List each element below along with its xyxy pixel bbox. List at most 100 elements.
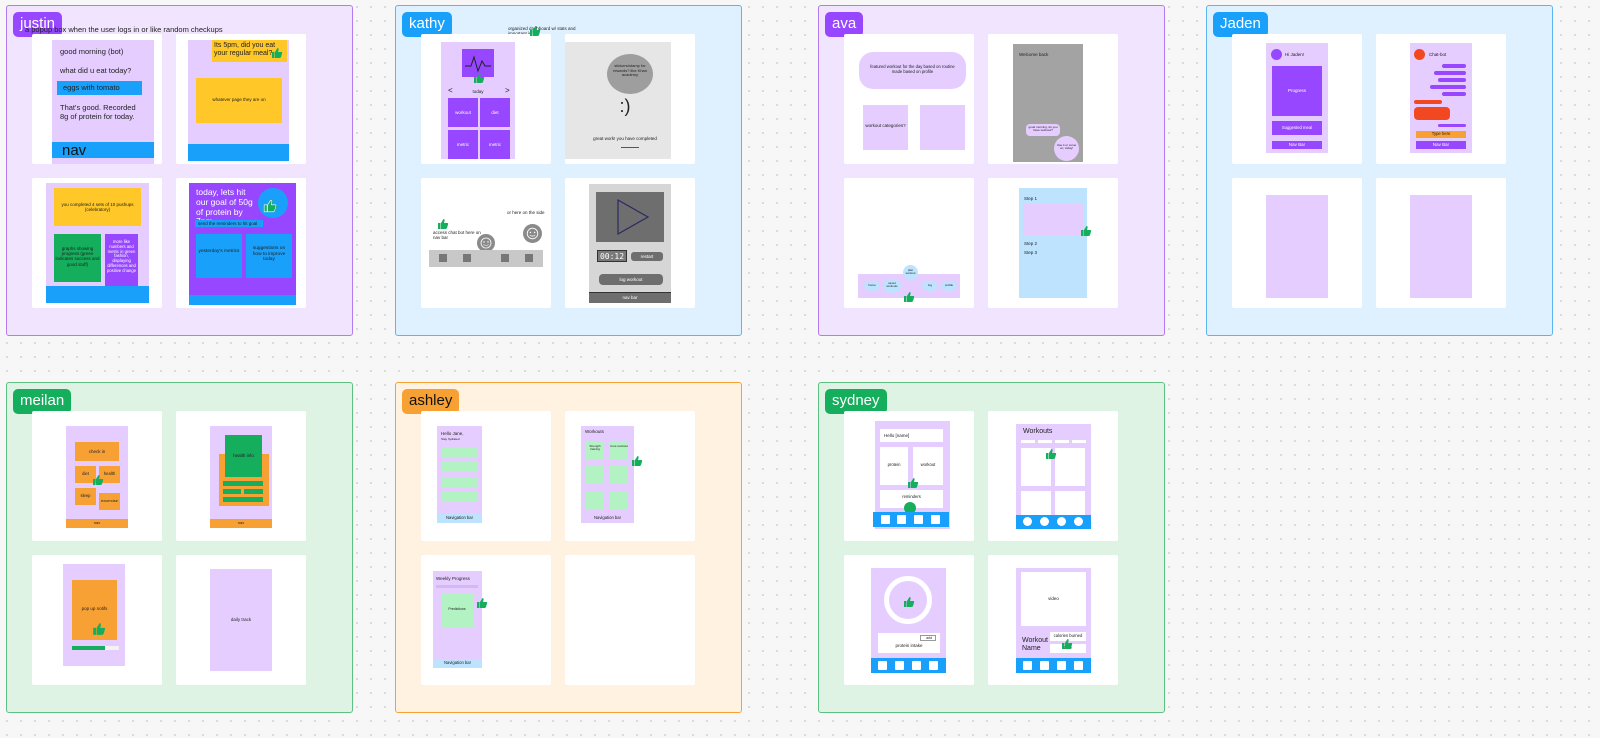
thumbs-up-icon[interactable] xyxy=(1061,638,1073,650)
chatbot-icon-navbar[interactable] xyxy=(477,234,495,252)
predictions-card[interactable]: Predictions xyxy=(441,593,473,627)
sydney-nav-3-btn-3[interactable] xyxy=(912,661,921,670)
play-video-icon[interactable] xyxy=(596,192,664,242)
sydney-nav-1-btn-3[interactable] xyxy=(914,515,923,524)
thumbs-up-icon[interactable] xyxy=(529,25,541,37)
type-here-input[interactable]: Type here xyxy=(1416,131,1466,138)
suggestions-card[interactable]: suggestions on how to improve today xyxy=(246,234,292,278)
tile-metric-2[interactable]: metric xyxy=(480,130,510,159)
sydney-nav-2-btn-3[interactable] xyxy=(1057,517,1066,526)
tile-5[interactable] xyxy=(586,491,604,509)
nav-bar[interactable]: nav xyxy=(52,142,154,159)
category-card-2[interactable] xyxy=(920,105,965,150)
thumbs-up-icon[interactable] xyxy=(903,291,915,303)
log-workout-button[interactable]: log workout xyxy=(599,274,663,285)
thumbs-up-icon[interactable] xyxy=(92,474,104,486)
nav-bar-meilan-2[interactable]: nav xyxy=(210,519,272,528)
plan-workout-button[interactable]: plan workout xyxy=(903,265,918,280)
sydney-nav-4-btn-3[interactable] xyxy=(1057,661,1066,670)
tile-sleep-m[interactable]: sleep xyxy=(75,488,96,505)
ashley-nav-1[interactable]: Navigation bar xyxy=(437,514,482,523)
tile-workout[interactable]: workout xyxy=(448,98,478,127)
like-badge[interactable] xyxy=(258,188,288,218)
sydney-nav-3-btn-4[interactable] xyxy=(929,661,938,670)
thumbs-up-icon[interactable] xyxy=(473,72,485,84)
avatar[interactable] xyxy=(1271,49,1282,60)
reminder-pill[interactable]: send the reminders to hit goal xyxy=(195,220,263,227)
workout-card-3[interactable] xyxy=(1021,491,1051,515)
sydney-nav-3-btn-2[interactable] xyxy=(895,661,904,670)
prev-arrow[interactable]: < xyxy=(448,86,453,95)
list-item-3[interactable] xyxy=(441,477,478,487)
core-tile[interactable]: Core workout xyxy=(610,441,628,459)
thumbs-up-icon[interactable] xyxy=(903,596,915,608)
nav-btn-2[interactable] xyxy=(463,254,471,262)
nav-bar-meilan-1[interactable]: nav xyxy=(66,519,128,528)
restart-button[interactable]: restart xyxy=(631,252,663,261)
metrics-card[interactable]: yesterday's metrics xyxy=(196,234,242,278)
strength-tile[interactable]: Strength training xyxy=(586,441,604,459)
tile-diet-m[interactable]: diet xyxy=(75,466,96,483)
sydney-nav-4-btn-1[interactable] xyxy=(1023,661,1032,670)
filter-2[interactable] xyxy=(1038,440,1052,443)
list-item-4[interactable] xyxy=(441,492,478,502)
checkin-button[interactable]: check in xyxy=(75,442,119,461)
suggested-meal-card[interactable]: Suggested meal xyxy=(1272,121,1322,135)
nav-saved[interactable]: saved workouts xyxy=(883,279,901,293)
thumbs-up-icon[interactable] xyxy=(1080,225,1092,237)
ashley-nav-3[interactable]: Navigation bar xyxy=(433,659,482,668)
thumbs-up-icon[interactable] xyxy=(631,455,643,467)
filter-1[interactable] xyxy=(1021,440,1035,443)
add-button[interactable]: add xyxy=(920,635,936,641)
sydney-nav-2-btn-1[interactable] xyxy=(1023,517,1032,526)
tile-health-m[interactable]: health xyxy=(99,466,120,483)
sydney-nav-4-btn-2[interactable] xyxy=(1040,661,1049,670)
filter-3[interactable] xyxy=(1055,440,1069,443)
filter-4[interactable] xyxy=(1072,440,1086,443)
list-item-1[interactable] xyxy=(441,447,478,457)
sydney-nav-4-btn-4[interactable] xyxy=(1074,661,1083,670)
nav-bar-jaden-2[interactable]: Nav Bar xyxy=(1416,141,1466,149)
chatbot-icon-side[interactable] xyxy=(523,224,542,243)
workout-card-2[interactable] xyxy=(1055,448,1085,486)
health-info-card[interactable]: health info xyxy=(225,435,262,477)
nav-btn-3[interactable] xyxy=(501,254,509,262)
thumbs-up-icon[interactable] xyxy=(437,218,449,230)
reminders-card[interactable]: reminders xyxy=(880,490,943,508)
list-item-2[interactable] xyxy=(441,462,478,472)
nav-bar-2[interactable] xyxy=(188,144,289,161)
ashley-nav-2[interactable]: Navigation bar xyxy=(581,514,634,523)
thumbs-up-icon[interactable] xyxy=(907,477,919,489)
nav-bar-jaden-1[interactable]: Nav Bar xyxy=(1272,141,1322,149)
thumbs-up-icon[interactable] xyxy=(1045,448,1057,460)
sydney-nav-1-btn-2[interactable] xyxy=(897,515,906,524)
nav-log[interactable]: log xyxy=(922,281,938,291)
nav-profile[interactable]: profile xyxy=(941,281,957,291)
sydney-nav-1-btn-4[interactable] xyxy=(931,515,940,524)
workout-card-4[interactable] xyxy=(1055,491,1085,515)
next-arrow[interactable]: > xyxy=(505,86,510,95)
nav-bar-kathy[interactable]: nav bar xyxy=(589,292,671,303)
nav-bar-4[interactable] xyxy=(189,295,296,305)
thumbs-up-icon[interactable] xyxy=(90,234,102,246)
nav-bar-3[interactable] xyxy=(46,286,149,303)
green-dot[interactable] xyxy=(904,502,916,514)
tile-4[interactable] xyxy=(610,466,628,484)
nav-btn-1[interactable] xyxy=(439,254,447,262)
sydney-nav-2-btn-2[interactable] xyxy=(1040,517,1049,526)
progress-card[interactable]: Progress xyxy=(1272,66,1322,116)
protein-card[interactable]: protein xyxy=(880,447,908,485)
sydney-nav-3-btn-1[interactable] xyxy=(878,661,887,670)
categories-card[interactable]: workout categories? xyxy=(863,105,908,150)
video-box[interactable]: video xyxy=(1021,572,1086,626)
thumbs-up-icon[interactable] xyxy=(271,47,283,59)
tile-6[interactable] xyxy=(610,491,628,509)
featured-workout-card[interactable]: featured workout for the day based on ro… xyxy=(859,52,966,89)
tile-exercise-m[interactable]: excercise xyxy=(99,493,120,510)
thumbs-up-icon[interactable] xyxy=(92,622,106,636)
tile-diet[interactable]: diet xyxy=(480,98,510,127)
sydney-nav-2-btn-4[interactable] xyxy=(1074,517,1083,526)
sydney-nav-1-btn-1[interactable] xyxy=(881,515,890,524)
tile-3[interactable] xyxy=(586,466,604,484)
nav-btn-4[interactable] xyxy=(525,254,533,262)
